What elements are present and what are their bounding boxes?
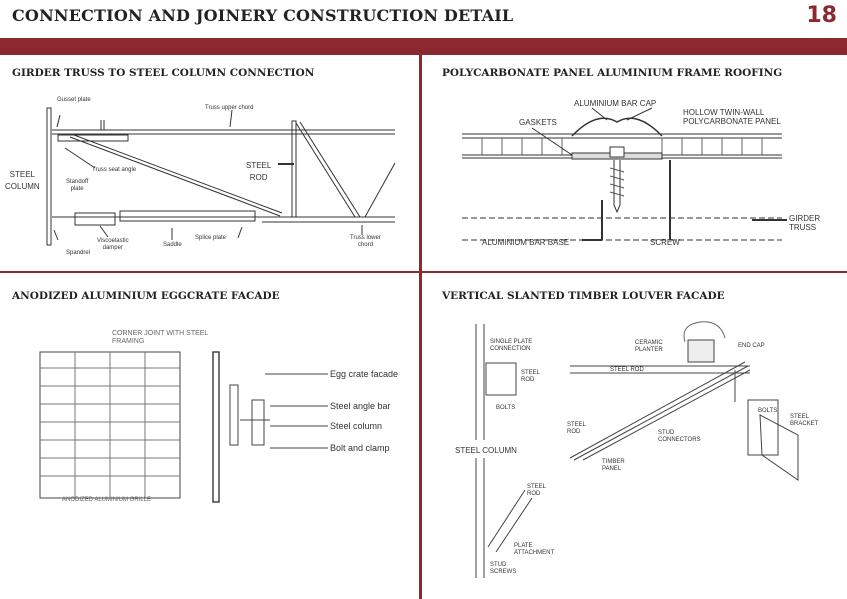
label-screw: SCREW: [650, 238, 680, 247]
label-plate-attachment: PLATE ATTACHMENT: [514, 543, 555, 556]
eggcrate-facade-drawing: [39, 351, 328, 503]
label-girder-truss: GIRDER TRUSS: [789, 214, 821, 233]
label-steel-column-egg: Steel column: [330, 421, 383, 431]
label-steel-rod-4: STEEL ROD: [567, 422, 587, 435]
vertical-divider: [419, 55, 422, 599]
label-seat-angle: Truss seat angle: [92, 167, 137, 173]
label-saddle: Saddle: [163, 242, 182, 248]
section-title-eggcrate: ANODIZED ALUMINIUM EGGCRATE FACADE: [12, 290, 280, 302]
label-ceramic-planter: CERAMIC PLANTER: [635, 340, 663, 353]
label-grille: ANODIZED ALUMINIUM GRILLE: [62, 497, 152, 503]
label-steel-bracket: STEEL BRACKET: [790, 414, 819, 427]
section-title-polycarbonate: POLYCARBONATE PANEL ALUMINIUM FRAME ROOF…: [442, 67, 783, 79]
label-steel-rod-1: STEEL ROD: [521, 370, 541, 383]
label-bar-cap: ALUMINIUM BAR CAP: [574, 99, 657, 108]
label-angle-bar: Steel angle bar: [330, 401, 391, 411]
label-corner-joint: CORNER JOINT WITH STEEL FRAMING: [112, 330, 209, 346]
label-lower-chord: Truss lower chord: [350, 235, 381, 248]
label-steel-rod-3: STEEL ROD: [610, 367, 644, 373]
label-viscoelastic-damper: Viscoelastic damper: [97, 238, 129, 251]
label-bar-base: ALUMINIUM BAR BASE: [482, 238, 570, 247]
label-gaskets: GASKETS: [519, 118, 557, 127]
section-title-louver: VERTICAL SLANTED TIMBER LOUVER FACADE: [442, 290, 725, 302]
label-steel-rod: STEEL ROD: [246, 161, 272, 182]
label-spandrel: Spandrel: [66, 250, 91, 256]
label-egg-crate: Egg crate facade: [330, 369, 399, 379]
label-steel-column: STEEL COLUMN: [5, 170, 40, 191]
label-hollow-panel: HOLLOW TWIN-WALL POLYCARBONATE PANEL: [683, 108, 781, 127]
girder-truss-drawing: [46, 107, 396, 246]
label-bolt-clamp: Bolt and clamp: [330, 443, 390, 453]
label-timber-panel: TIMBER PANEL: [602, 459, 625, 472]
page-title: CONNECTION AND JOINERY CONSTRUCTION DETA…: [12, 6, 514, 25]
label-bolts-1: BOLTS: [496, 405, 516, 411]
label-stud-screws: STUD SCREWS: [490, 562, 517, 575]
label-single-plate: SINGLE PLATE CONNECTION: [490, 339, 533, 352]
label-gusset-plate: Gusset plate: [57, 97, 91, 103]
timber-louver-drawing: [475, 321, 799, 578]
polycarbonate-roof-drawing: [462, 107, 787, 241]
horizontal-divider: [0, 271, 847, 273]
label-steel-rod-2: STEEL ROD: [527, 484, 547, 497]
label-bolts-2: BOLTS: [758, 408, 778, 414]
label-upper-chord: Truss upper chord: [205, 105, 254, 111]
label-splice-plate: Splice plate: [195, 235, 227, 241]
section-title-girder: GIRDER TRUSS TO STEEL COLUMN CONNECTION: [12, 67, 315, 79]
label-steel-column-louver: STEEL COLUMN: [455, 446, 517, 455]
page-number: 18: [806, 3, 837, 28]
label-end-cap: END CAP: [738, 343, 765, 349]
label-standoff-plate: Standoff plate: [66, 179, 89, 192]
header-band: [0, 38, 847, 55]
label-stud-connectors: STUD CONNECTORS: [658, 430, 701, 443]
